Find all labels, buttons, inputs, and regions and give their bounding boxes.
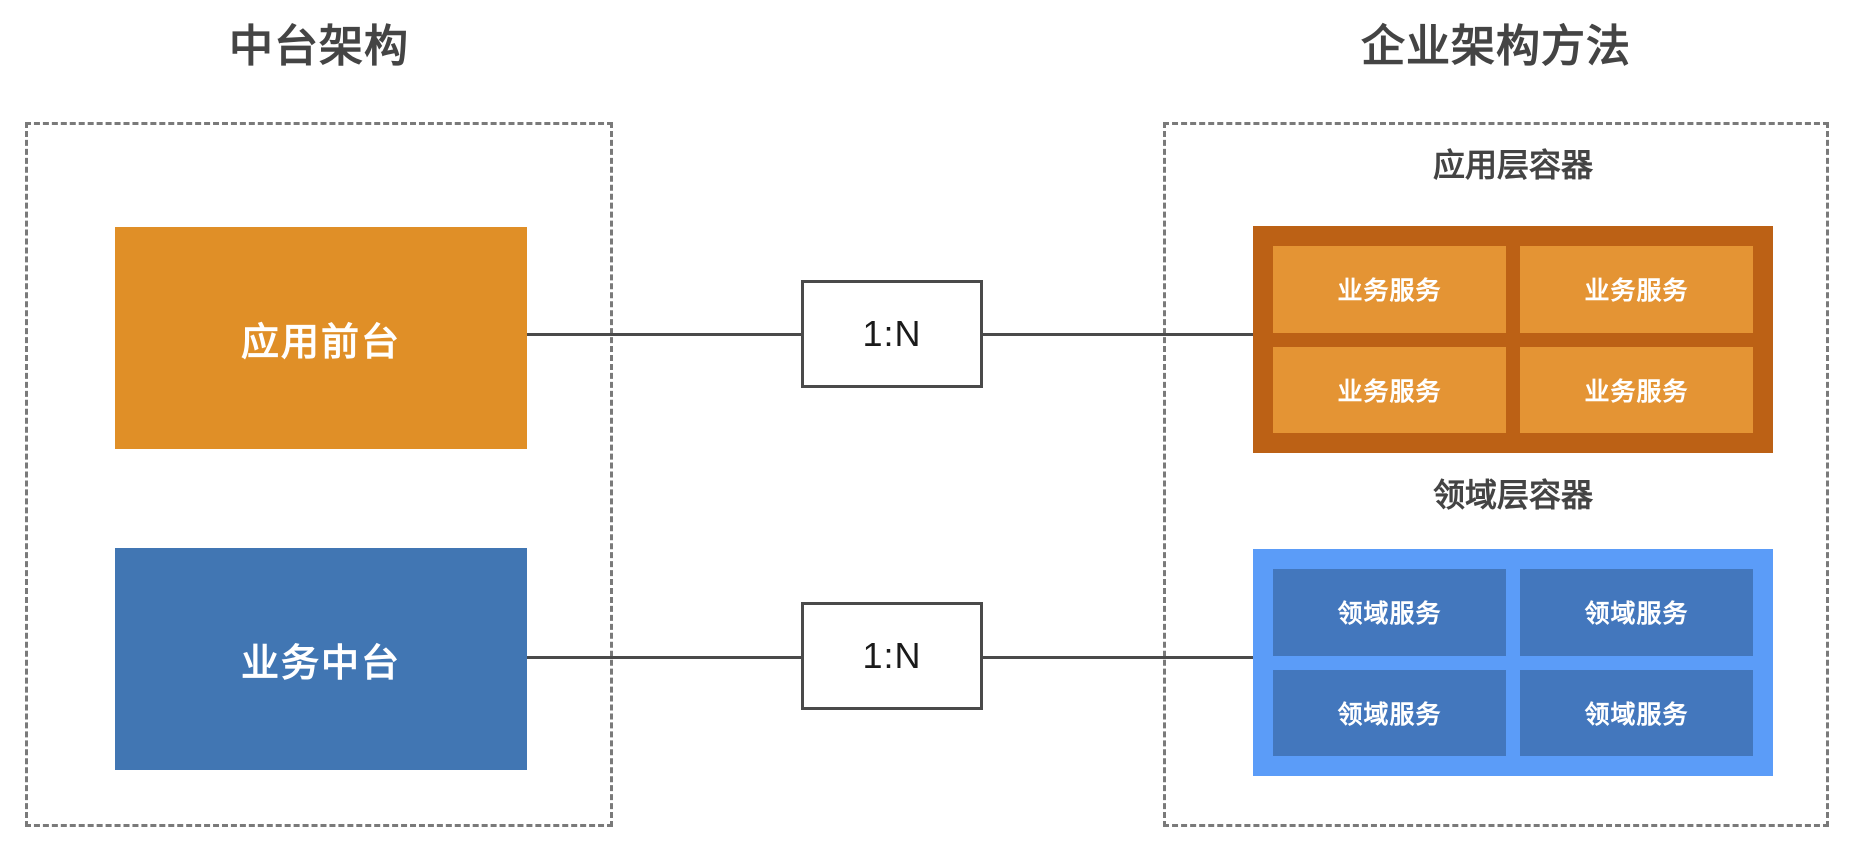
right-dashed-panel <box>1163 122 1829 827</box>
left-dashed-panel <box>25 122 613 827</box>
service-card-label: 业务服务 <box>1337 277 1442 306</box>
service-card[interactable]: 业务服务 <box>1273 246 1506 333</box>
block-business-midplatform[interactable]: 业务中台 <box>115 548 527 770</box>
service-card[interactable]: 业务服务 <box>1273 346 1506 433</box>
service-card-label: 领域服务 <box>1584 600 1689 629</box>
service-card[interactable]: 领域服务 <box>1520 569 1753 656</box>
service-card[interactable]: 领域服务 <box>1273 569 1506 656</box>
connector-line-bottom-left <box>527 656 801 659</box>
service-card-label: 业务服务 <box>1584 377 1689 406</box>
application-layer-container-label: 应用层容器 <box>1432 147 1593 183</box>
service-card[interactable]: 业务服务 <box>1520 346 1753 433</box>
service-card-label: 领域服务 <box>1337 600 1442 629</box>
connector-line-top-left <box>527 333 801 336</box>
service-card-label: 领域服务 <box>1337 700 1442 729</box>
service-card-label: 领域服务 <box>1584 700 1689 729</box>
service-card[interactable]: 领域服务 <box>1273 669 1506 756</box>
block-application-frontend-label: 应用前台 <box>240 321 401 364</box>
cardinality-box-top[interactable]: 1:N <box>801 280 983 388</box>
block-application-frontend[interactable]: 应用前台 <box>115 227 527 449</box>
domain-layer-container: 领域服务 领域服务 领域服务 领域服务 <box>1253 549 1773 776</box>
service-card-label: 业务服务 <box>1584 277 1689 306</box>
left-panel-title: 中台架构 <box>229 22 409 71</box>
connector-line-top-right <box>983 333 1253 336</box>
domain-layer-container-label: 领域层容器 <box>1432 477 1593 513</box>
cardinality-box-bottom[interactable]: 1:N <box>801 602 983 710</box>
cardinality-box-bottom-label: 1:N <box>862 635 922 676</box>
block-business-midplatform-label: 业务中台 <box>240 642 401 685</box>
cardinality-box-top-label: 1:N <box>862 313 922 354</box>
connector-line-bottom-right <box>983 656 1253 659</box>
application-layer-container: 业务服务 业务服务 业务服务 业务服务 <box>1253 226 1773 453</box>
right-panel-title: 企业架构方法 <box>1361 22 1631 71</box>
service-card[interactable]: 领域服务 <box>1520 669 1753 756</box>
service-card-label: 业务服务 <box>1337 377 1442 406</box>
service-card[interactable]: 业务服务 <box>1520 246 1753 333</box>
